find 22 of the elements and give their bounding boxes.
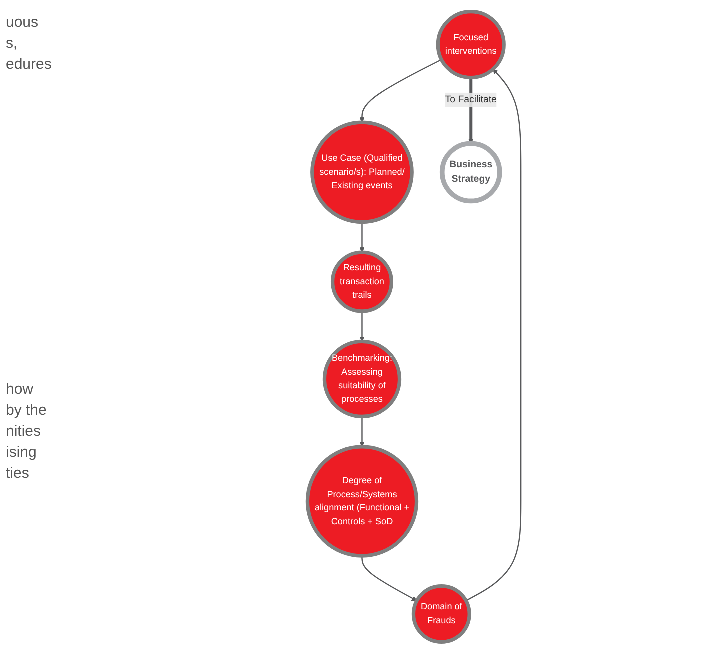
arrow	[466, 68, 522, 601]
node-circle: Domain of Frauds	[412, 584, 472, 644]
note-text: uous	[6, 14, 40, 31]
node-circle: Business Strategy	[440, 140, 502, 204]
node-circle: Degree of Process/Systems alignment (Functional + Controls + SoD	[306, 444, 418, 558]
note-text: ising	[6, 444, 38, 461]
arrow	[359, 416, 364, 447]
note-text: s,	[6, 35, 19, 52]
node-circle: Use Case (Qualified scenario/s): Planned/ Existing events	[310, 120, 414, 224]
note-text: edures	[6, 56, 53, 73]
arrow	[359, 58, 442, 122]
arrow	[361, 556, 417, 601]
node-circle: Focused interventions	[436, 10, 506, 80]
note-text: ties	[6, 465, 30, 482]
note-text: by the	[6, 402, 48, 419]
note-text: nities	[6, 423, 42, 440]
arrow	[359, 222, 364, 252]
edge-label: To Facilitate	[444, 94, 497, 105]
note-text: how	[6, 381, 35, 398]
node-circle: Benchmarking: Assessing suitability of processes	[322, 339, 402, 418]
arrow	[359, 310, 364, 342]
node-circle: Resulting transaction trails	[330, 250, 394, 313]
